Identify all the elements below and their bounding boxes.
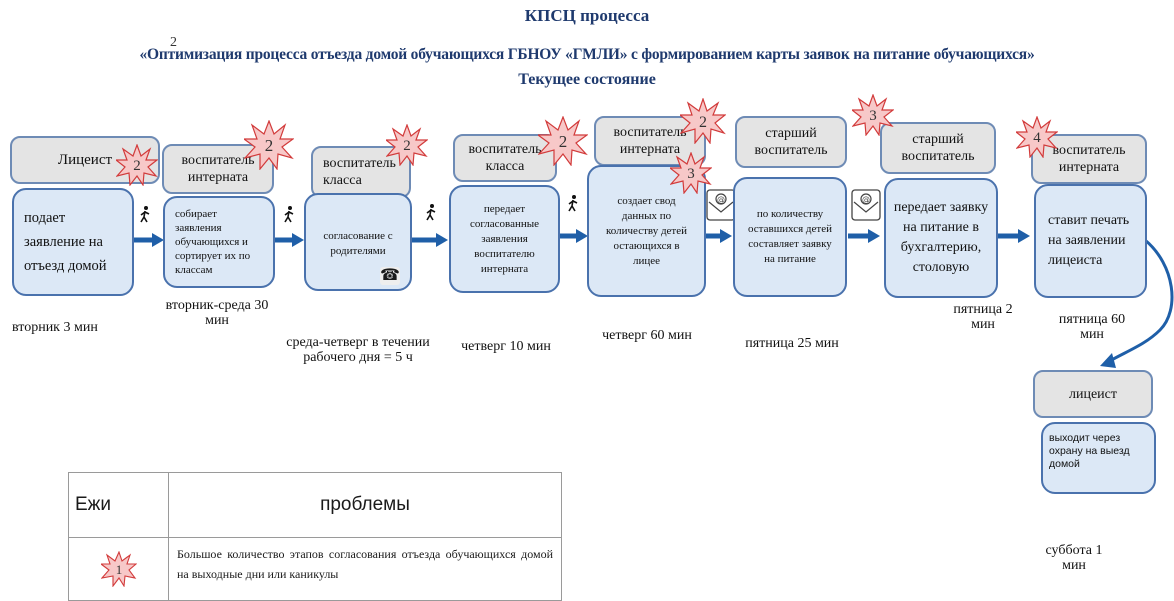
step3-time: среда-четверг в течении рабочего дня = 5… [286, 335, 430, 365]
arrow-step4-to-step5 [558, 229, 588, 243]
diagram-state-label: Текущее состояние [518, 71, 656, 88]
step2-action-text: собирает заявления обучающихся и сортиру… [175, 208, 251, 276]
step2-time: вторник-среда 30 мин [165, 298, 269, 328]
step7-action: передает заявку на питание в бухгалтерию… [884, 178, 998, 298]
step4-role: воспитатель класса [453, 134, 557, 182]
step6-time: пятница 25 мин [745, 336, 839, 351]
step5-role: воспитатель интерната [594, 116, 706, 166]
step6-action-text: по количеству оставшихся детей составляе… [748, 208, 832, 265]
burst-icon: 1 [100, 551, 137, 587]
problem-marker-cell: 1 [68, 537, 169, 601]
problems-col-marker-header: Ежи [68, 472, 169, 538]
arrow-step7-to-step8 [998, 229, 1030, 243]
step5-time: четверг 60 мин [602, 328, 692, 343]
table-row: 1 Большое количество этапов согласования… [68, 537, 562, 601]
step9-role: лицеист [1033, 370, 1153, 418]
burst-count: 3 [869, 108, 877, 124]
diagram-subtitle: «Оптимизация процесса отъезда домой обуч… [139, 46, 1035, 63]
flow-arrows-layer: @ @ [133, 189, 1174, 368]
problem-text-cell: Большое количество этапов согласования о… [168, 537, 562, 601]
burst-icon: 2 [386, 124, 428, 166]
step2-action: собирает заявления обучающихся и сортиру… [163, 196, 275, 288]
step6-action: по количеству оставшихся детей составляе… [733, 177, 847, 297]
burst-icon: 2 [680, 98, 726, 144]
step4-action-text: передает согласованные заявления воспита… [469, 202, 540, 275]
burst-count: 1 [115, 562, 122, 577]
arrow-step3-to-step4 [412, 233, 448, 247]
step1-time: вторник 3 мин [12, 320, 98, 335]
step5-action-text: создает свод данных по количеству детей … [605, 194, 688, 267]
problems-col-text-header: проблемы [168, 472, 562, 538]
burst-count: 2 [699, 114, 707, 131]
problems-table: Ежи проблемы 1 Большое количество этапов… [68, 472, 562, 601]
walker-icon [568, 195, 578, 212]
step7-time: пятница 2 мин [953, 302, 1013, 332]
phone-icon: ☎ [380, 267, 400, 285]
svg-text:@: @ [717, 195, 725, 204]
title-overlay-digit: 2 [170, 35, 177, 50]
arrow-step1-to-step2 [133, 233, 164, 247]
email-icon: @ [706, 189, 736, 221]
step9-time: суббота 1 мин [1045, 543, 1103, 573]
step9-action-text: выходит через охрану на выезд домой [1049, 432, 1130, 470]
email-icon: @ [851, 189, 881, 221]
step3-role: воспитатель класса [311, 146, 411, 198]
burst-count: 2 [559, 132, 568, 151]
step6-role: старший воспитатель [735, 116, 847, 168]
step9-action: выходит через охрану на выезд домой [1041, 422, 1156, 494]
burst-icon: 3 [670, 152, 712, 194]
step1-action: подает заявление на отъезд домой [12, 188, 134, 296]
step7-action-text: передает заявку на питание в бухгалтерию… [893, 200, 989, 275]
arrow-step2-to-step3 [274, 233, 304, 247]
svg-text:@: @ [862, 195, 870, 204]
walker-icon [426, 204, 436, 221]
burst-count: 2 [133, 158, 141, 174]
burst-count: 3 [687, 166, 695, 182]
problems-table-header: Ежи проблемы [68, 472, 562, 538]
burst-count: 2 [403, 138, 411, 154]
burst-count: 4 [1033, 130, 1041, 146]
burst-count: 2 [265, 136, 274, 155]
step1-action-text: подает заявление на отъезд домой [24, 210, 107, 274]
step3-action-text: согласование с родителями [323, 230, 393, 257]
step8-time: пятница 60 мин [1058, 312, 1126, 342]
step8-action-text: ставит печать на заявлении лицеиста [1048, 213, 1130, 268]
arrow-step6-to-step7 [848, 229, 880, 243]
step2-role: воспитатель интерната [162, 144, 274, 194]
walker-icon [284, 206, 294, 223]
arrow-step5-to-step6 [704, 229, 732, 243]
step7-role: старший воспитатель [880, 122, 996, 174]
burst-icon: 2 [116, 144, 158, 186]
burst-icon: 4 [1016, 116, 1058, 158]
walker-icon [140, 206, 150, 223]
burst-icon: 2 [244, 120, 294, 170]
diagram-title: КПСЦ процесса [524, 6, 650, 25]
burst-icon: 2 [538, 116, 588, 166]
step8-action: ставит печать на заявлении лицеиста [1034, 184, 1147, 298]
step4-time: четверг 10 мин [461, 339, 551, 354]
arrow-step8-to-step9 [1100, 238, 1174, 368]
step4-action: передает согласованные заявления воспита… [449, 185, 560, 293]
burst-icon: 3 [852, 94, 894, 136]
